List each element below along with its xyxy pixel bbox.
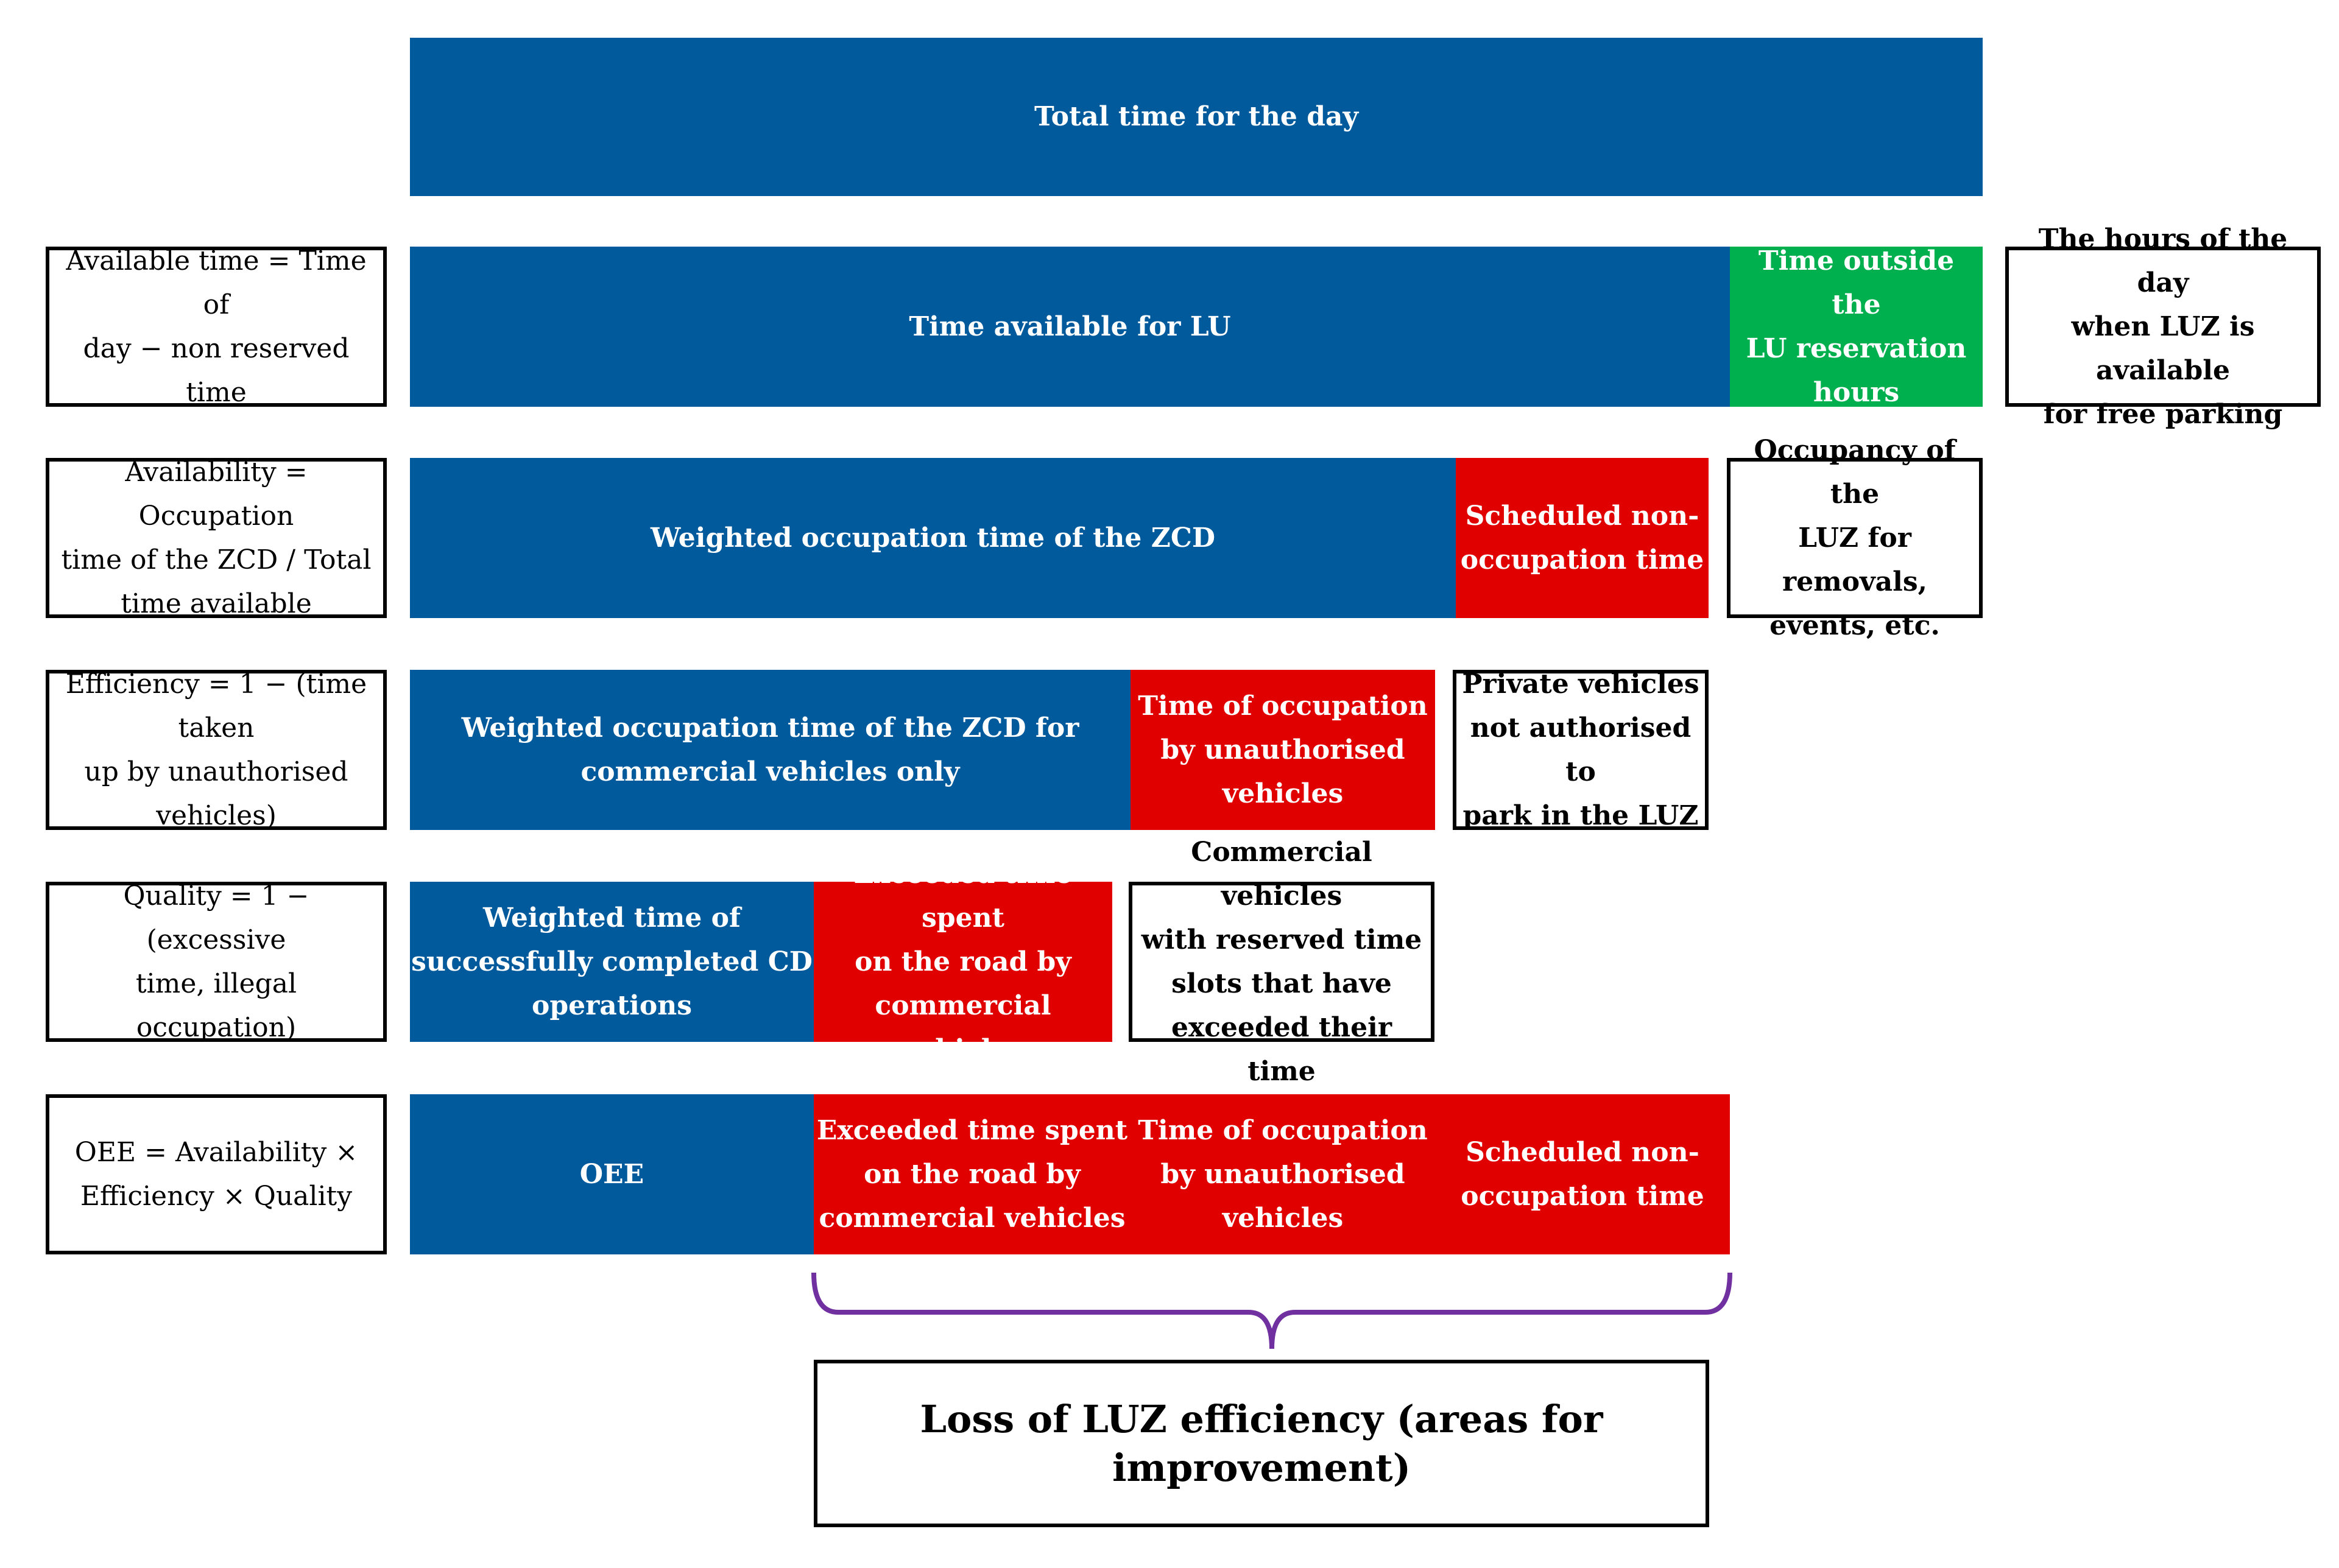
brace-path (811, 1272, 1732, 1349)
private-vehicles-note: Private vehicles not authorised to park … (1453, 669, 1709, 831)
exceeded-slots-note: Commercial vehicles with reserved time s… (1129, 837, 1434, 1087)
available-time-formula: Available time = Time of day − non reser… (66, 245, 367, 408)
efficiency-formula: Efficiency = 1 − (time taken up by unaut… (65, 668, 367, 831)
quality-formula-box: Quality = 1 − (excessive time, illegal o… (46, 881, 387, 1043)
time-available-bar: Time available for LU (410, 247, 1730, 407)
oee-formula-box: OEE = Availability × Efficiency × Qualit… (46, 1094, 387, 1254)
outside-reservation-hours-label: Time outside the LU reservation hours (1746, 245, 1967, 408)
oee-scheduled-bar: Scheduled non- occupation time (1435, 1094, 1730, 1254)
oee-exceeded-time-bar: Exceeded time spent on the road by comme… (814, 1094, 1131, 1254)
availability-formula: Availability = Occupation time of the ZC… (61, 456, 372, 619)
removals-events-text: Occupancy of the LUZ for removals, event… (1754, 434, 1956, 641)
oee-unauthorised-bar: Time of occupation by unauthorised vehic… (1131, 1094, 1435, 1254)
free-parking-hours-note: The hours of the day when LUZ is availab… (2005, 223, 2321, 430)
total-time-bar: Total time for the day (410, 38, 1983, 196)
weighted-occupation-bar: Weighted occupation time of the ZCD (410, 458, 1456, 618)
weighted-occupation-label: Weighted occupation time of the ZCD (650, 522, 1215, 554)
oee-exceeded-time-label: Exceeded time spent on the road by comme… (816, 1114, 1128, 1234)
free-parking-hours-text: The hours of the day when LUZ is availab… (2038, 223, 2288, 430)
oee-scheduled-label: Scheduled non- occupation time (1461, 1136, 1704, 1212)
removals-events-note: Occupancy of the LUZ for removals, event… (1727, 435, 1983, 641)
oee-label: OEE (579, 1158, 644, 1190)
completed-operations-label: Weighted time of successfully completed … (411, 902, 813, 1021)
commercial-occupation-label: Weighted occupation time of the ZCD for … (461, 712, 1079, 787)
oee-formula: OEE = Availability × Efficiency × Qualit… (74, 1136, 358, 1212)
availability-formula-box: Availability = Occupation time of the ZC… (46, 457, 387, 619)
exceeded-slots-text: Commercial vehicles with reserved time s… (1141, 836, 1422, 1087)
time-available-label: Time available for LU (909, 311, 1231, 342)
completed-operations-bar: Weighted time of successfully completed … (410, 882, 814, 1042)
unauthorised-occupation-label: Time of occupation by unauthorised vehic… (1138, 690, 1428, 809)
private-vehicles-text: Private vehicles not authorised to park … (1462, 668, 1699, 831)
unauthorised-occupation-bar: Time of occupation by unauthorised vehic… (1131, 670, 1435, 830)
quality-formula: Quality = 1 − (excessive time, illegal o… (123, 880, 309, 1043)
efficiency-formula-box: Efficiency = 1 − (time taken up by unaut… (46, 669, 387, 831)
scheduled-non-occupation-bar: Scheduled non- occupation time (1456, 458, 1709, 618)
oee-bar: OEE (410, 1094, 814, 1254)
outside-reservation-hours-bar: Time outside the LU reservation hours (1730, 245, 1983, 408)
available-time-formula-box: Available time = Time of day − non reser… (46, 245, 387, 408)
exceeded-time-bar: Exceeded time spent on the road by comme… (814, 859, 1112, 1065)
exceeded-time-label: Exceeded time spent on the road by comme… (853, 858, 1073, 1065)
oee-unauthorised-label: Time of occupation by unauthorised vehic… (1138, 1114, 1428, 1234)
total-time-label: Total time for the day (1034, 101, 1359, 132)
loss-of-efficiency-text: Loss of LUZ efficiency (areas for improv… (920, 1396, 1603, 1490)
loss-of-efficiency-box: Loss of LUZ efficiency (areas for improv… (814, 1360, 1709, 1527)
scheduled-non-occupation-label: Scheduled non- occupation time (1460, 500, 1704, 575)
commercial-occupation-bar: Weighted occupation time of the ZCD for … (410, 670, 1131, 830)
